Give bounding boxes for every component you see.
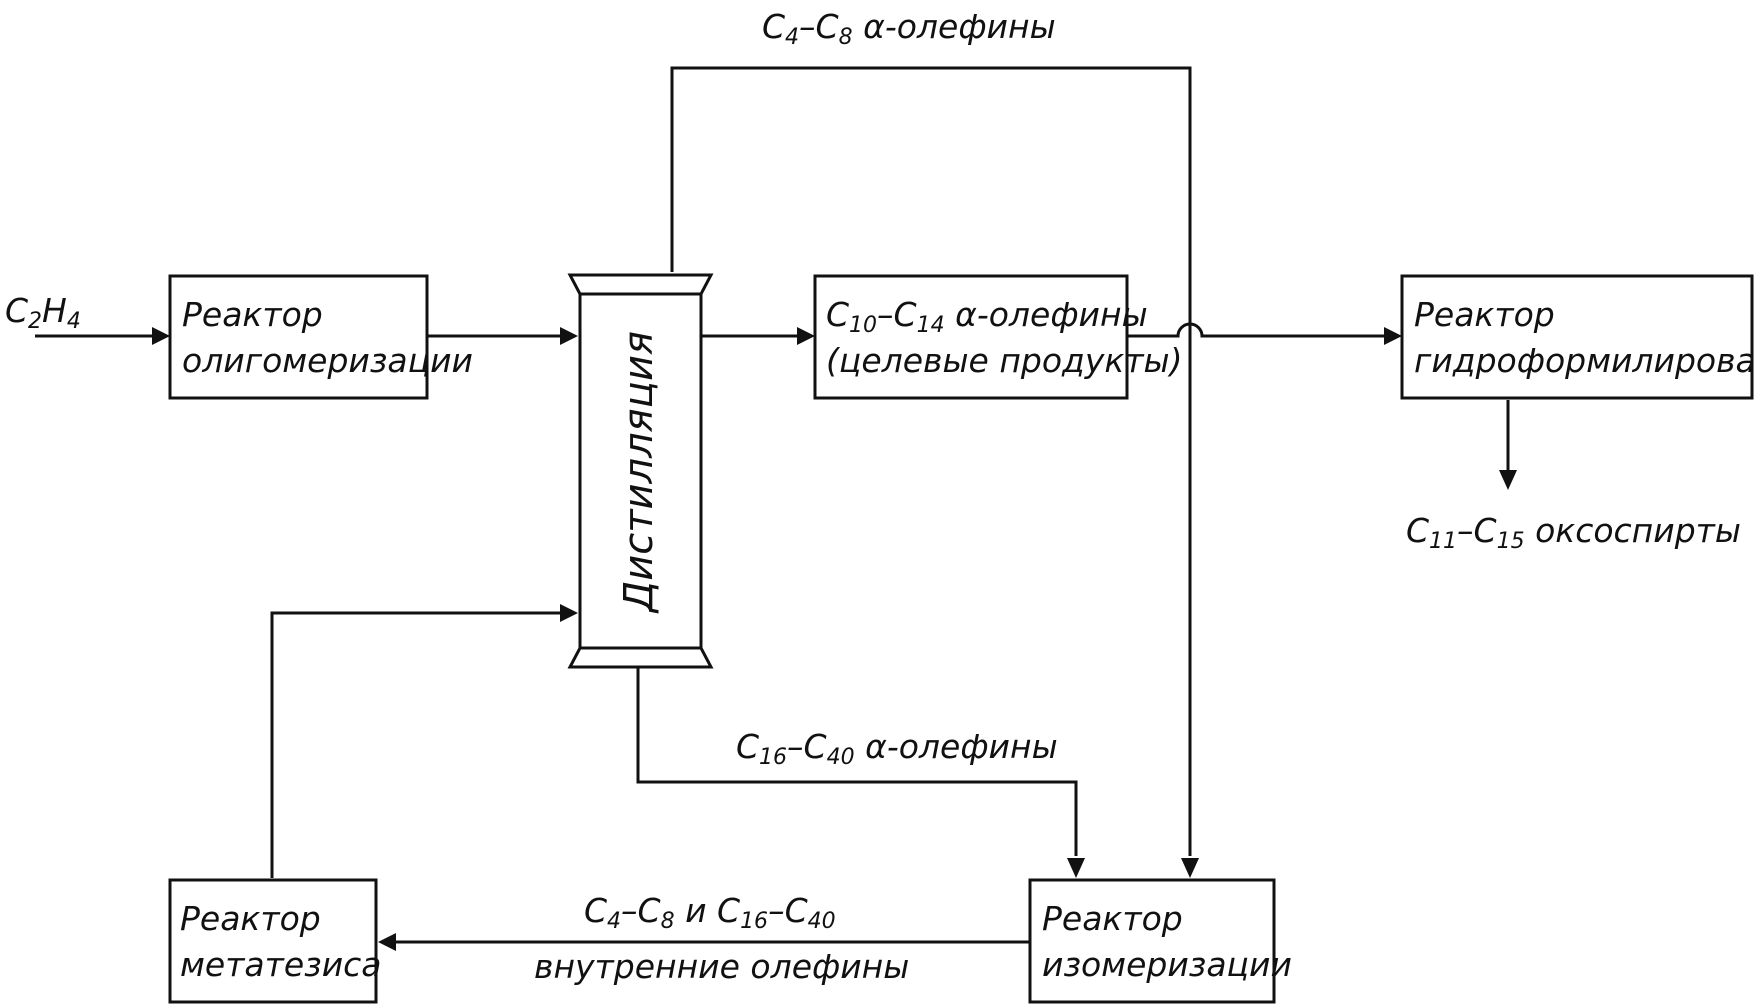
distillation-label: Дистилляция	[616, 331, 662, 614]
distillation-bottom-cap	[567, 646, 714, 669]
oligomerization-reactor-box	[168, 274, 429, 400]
hydroformylation-title: Реактор	[1414, 295, 1555, 334]
c4c8-alpha-olefins-label: C4–C8 α-олефины	[762, 7, 1056, 50]
oligo-to-distill-arrow	[560, 327, 578, 345]
isom-to-meta-arrow	[378, 933, 396, 951]
isomerization-title: Реактор	[1042, 899, 1183, 938]
oligomerization-title: Реактор	[182, 295, 323, 334]
target-to-hydro-arrow	[1384, 327, 1402, 345]
internal-olefins-label: внутренние олефины	[534, 947, 909, 986]
oxo-alcohols-label: C11–C15 оксоспирты	[1406, 511, 1741, 554]
hydroformylation-reactor-box	[1400, 274, 1754, 400]
isomerization-reactor-box	[1028, 878, 1276, 1004]
hydroformylation-subtitle: гидроформилирования	[1414, 341, 1755, 380]
metathesis-reactor-box	[168, 878, 378, 1004]
distill-to-target-arrow	[797, 327, 815, 345]
feed-arrow	[152, 327, 170, 345]
internal-olefins-formula-label: C4–C8 и C16–C40	[584, 891, 836, 934]
c4c8-loop-line	[670, 66, 1192, 856]
target-products-box	[813, 274, 1129, 400]
target-products-title: C10–C14 α-олефины	[826, 295, 1148, 338]
metathesis-title: Реактор	[180, 899, 321, 938]
c16c40-arrow	[1067, 858, 1085, 878]
c16c40-line	[636, 666, 1078, 856]
c4c8-loop-arrow	[1181, 858, 1199, 878]
c16c40-alpha-olefins-label: C16–C40 α-олефины	[736, 727, 1058, 770]
hydro-to-oxo-arrow	[1499, 470, 1517, 490]
isomerization-subtitle: изомеризации	[1042, 945, 1292, 984]
oligomerization-subtitle: олигомеризации	[182, 341, 473, 380]
feed-label: C2H4	[5, 291, 81, 334]
target-products-subtitle: (целевые продукты)	[826, 341, 1182, 380]
target-to-hydro-line	[1127, 322, 1386, 338]
recycle-arrow	[560, 604, 578, 622]
metathesis-subtitle: метатезиса	[180, 945, 382, 984]
distillation-column	[567, 273, 714, 669]
distillation-top-cap	[567, 273, 714, 296]
recycle-line	[270, 611, 564, 878]
